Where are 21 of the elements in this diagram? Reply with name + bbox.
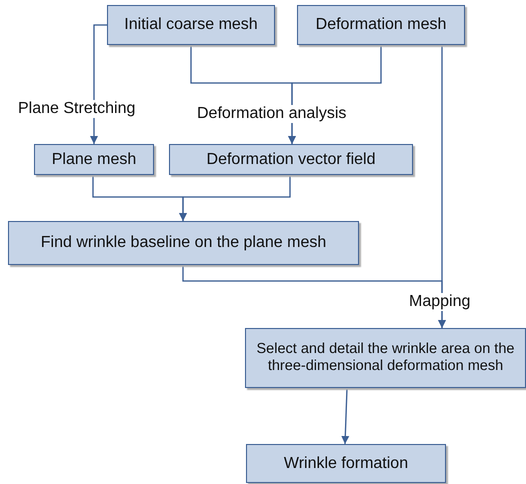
process-box [246, 444, 446, 483]
step-label: Deformation mesh [316, 15, 446, 35]
step-label: Deformation vector field [206, 150, 376, 170]
process-box [297, 5, 465, 45]
edge-label: Mapping [408, 293, 472, 311]
arrow [179, 175, 291, 221]
arrow [341, 388, 350, 444]
edge-label: Deformation analysis [196, 105, 348, 123]
arrow [288, 45, 382, 144]
step-label: Initial coarse mesh [124, 15, 258, 35]
step-label: Find wrinkle baseline on the plane mesh [40, 233, 326, 253]
step-label: Select and detail the wrinkle area on the three-dimensional deformation mesh [256, 340, 516, 376]
step-label: Wrinkle formation [284, 454, 408, 474]
edge-label: Plane Stretching [17, 100, 136, 118]
process-box [245, 328, 526, 388]
process-box [8, 221, 359, 265]
process-box [169, 144, 413, 175]
step-label: Plane mesh [52, 150, 136, 170]
process-box [107, 5, 275, 45]
process-box [34, 144, 154, 175]
arrow [182, 265, 446, 328]
